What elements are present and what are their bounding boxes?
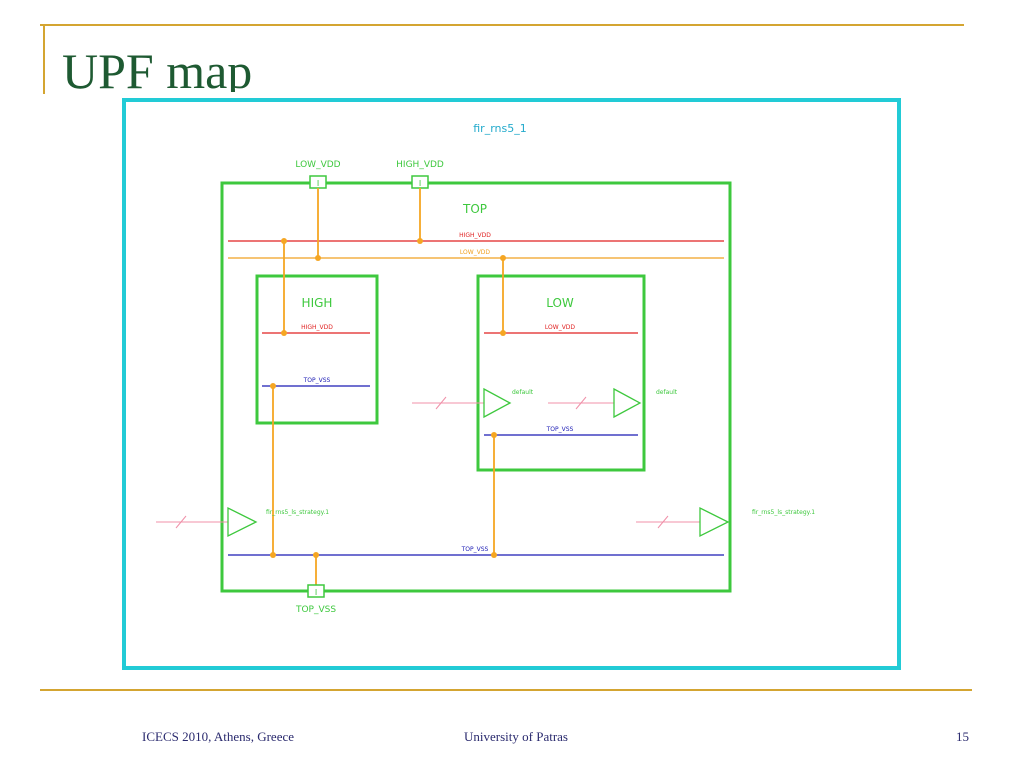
rail-label-high-top-vss: TOP_VSS [303, 377, 331, 384]
level-shifter-default-1[interactable] [412, 387, 512, 419]
domain-label-high: HIGH [302, 296, 333, 310]
supply-connections [272, 188, 504, 585]
port-box-top-vss[interactable] [307, 584, 325, 598]
port-label-high-vdd: HIGH_VDD [396, 160, 444, 170]
level-shifter-strategy-1[interactable] [156, 506, 258, 538]
level-shifter-strategy-2[interactable] [636, 506, 730, 538]
design-boundary [122, 98, 901, 670]
port-glyph-top-vss: I [315, 588, 317, 597]
domain-label-low: LOW [546, 296, 574, 310]
level-shifter-default-2[interactable] [548, 387, 642, 419]
cell-label-strategy-2: fir_rns5_ls_strategy.1 [752, 509, 815, 516]
footer-conference: ICECS 2010, Athens, Greece [142, 729, 295, 744]
rail-label-low-top-vss: TOP_VSS [546, 426, 574, 433]
title-top-rule [40, 24, 964, 26]
footer-university: University of Patras [464, 729, 568, 744]
cell-label-strategy-1: fir_rns5_ls_strategy.1 [266, 509, 329, 516]
slide-title: UPF map [62, 43, 253, 92]
domain-top [220, 181, 732, 593]
rail-label-top-low-vdd: LOW_VDD [460, 249, 491, 256]
port-label-top-vss: TOP_VSS [295, 605, 336, 615]
footer-page-number: 15 [956, 729, 969, 744]
domain-label-top: TOP [462, 202, 487, 216]
domain-high [255, 274, 379, 425]
footer-rule [40, 689, 972, 691]
domain-low [476, 274, 646, 472]
rail-label-low-low-vdd: LOW_VDD [545, 324, 576, 331]
rail-label-top-high-vdd: HIGH_VDD [459, 232, 491, 239]
rail-label-high-high-vdd: HIGH_VDD [301, 324, 333, 331]
connection-dots [270, 238, 506, 558]
title-side-rule [43, 24, 45, 94]
port-label-low-vdd: LOW_VDD [295, 160, 340, 170]
rail-label-top-top-vss: TOP_VSS [461, 546, 489, 553]
port-glyph-low-vdd: I [317, 179, 319, 188]
design-name-label: fir_rns5_1 [473, 122, 526, 135]
port-glyph-high-vdd: I [419, 179, 421, 188]
cell-label-default-2: default [656, 389, 678, 396]
cell-label-default-1: default [512, 389, 534, 396]
